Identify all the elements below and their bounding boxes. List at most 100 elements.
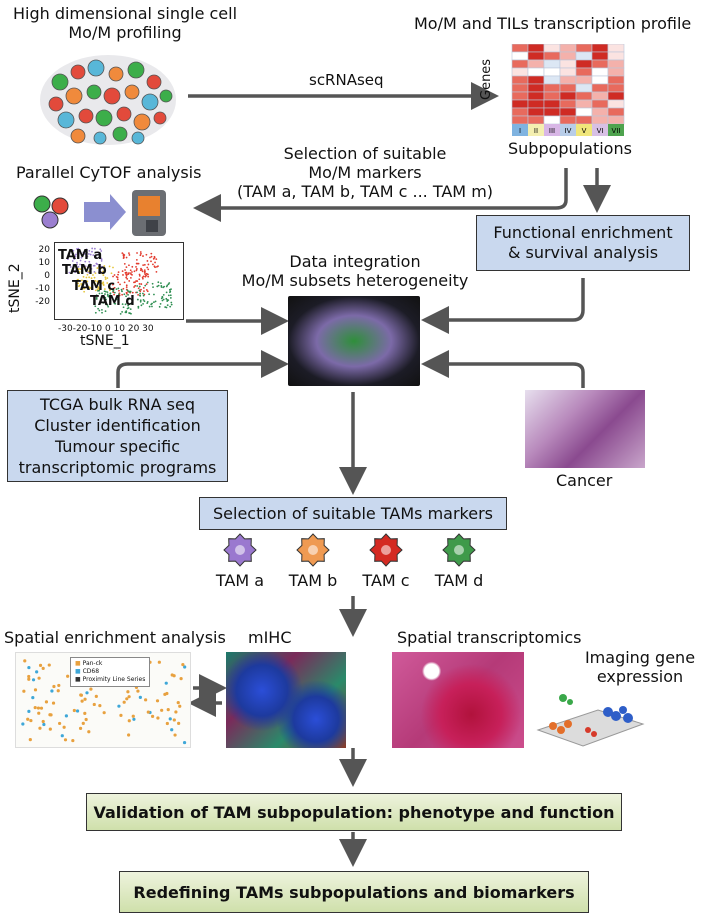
tsne-point xyxy=(123,281,126,284)
spatial-point xyxy=(39,706,44,710)
tsne-point xyxy=(89,271,91,274)
tsne-point xyxy=(121,311,123,313)
spatial-point xyxy=(98,704,102,708)
heatmap-cell xyxy=(527,44,545,53)
tsne-point xyxy=(142,287,145,289)
heatmap-cell xyxy=(543,67,561,77)
tsne-point xyxy=(92,254,95,257)
tsne-point xyxy=(115,288,118,290)
tsne-point xyxy=(136,262,139,265)
spatial-point xyxy=(51,701,56,705)
tsne-point xyxy=(101,270,104,273)
tsne-point xyxy=(130,273,133,275)
cytof-machine-illustration xyxy=(33,190,166,236)
spatial-point xyxy=(160,708,164,712)
heatmap-cell xyxy=(575,99,593,109)
tsne-point xyxy=(120,288,123,291)
tsne-point xyxy=(140,252,142,255)
tsne-point xyxy=(155,270,158,273)
tsne-point xyxy=(142,302,144,305)
spatial-point xyxy=(63,738,68,742)
tsne-point xyxy=(77,265,80,268)
tsne-point xyxy=(160,282,162,284)
tsne-point xyxy=(100,250,103,252)
tsne-point xyxy=(107,305,110,308)
tsne-point xyxy=(81,287,84,290)
heatmap-cell xyxy=(543,75,561,85)
heatmap-cell xyxy=(559,99,577,109)
cancer-histology-image xyxy=(525,390,645,468)
spatial-point xyxy=(119,713,123,717)
spatial-point xyxy=(168,717,172,721)
tsne-point xyxy=(148,293,151,296)
tsne-point xyxy=(165,291,168,294)
spatial-point xyxy=(48,727,52,731)
tam-cell-label: TAM a xyxy=(215,571,265,590)
spatial-point xyxy=(27,665,31,670)
tsne-point xyxy=(131,271,133,273)
tsne-point xyxy=(91,247,94,250)
spatial-point xyxy=(44,700,49,704)
tsne-point xyxy=(162,286,165,289)
heatmap-cell xyxy=(607,115,625,125)
tsne-point xyxy=(72,249,75,252)
tsne-point xyxy=(169,297,172,299)
spatial-point xyxy=(173,733,177,737)
spatial-point xyxy=(35,670,39,674)
redefining-box: Redefining TAMs subpopulations and bioma… xyxy=(119,871,589,913)
tsne-point xyxy=(122,274,124,276)
tsne-point xyxy=(77,247,80,250)
tsne-point xyxy=(139,292,142,295)
heatmap-column-label: I xyxy=(519,127,521,135)
spatial-point xyxy=(172,674,176,678)
spatial-point xyxy=(38,663,43,667)
tsne-point xyxy=(99,257,102,259)
tsne-point xyxy=(136,285,139,287)
tsne-point xyxy=(76,267,79,270)
tsne-point xyxy=(123,293,126,296)
tsne-point xyxy=(125,271,128,274)
heatmap-cell xyxy=(543,51,561,61)
spatial-point xyxy=(176,700,180,705)
tsne-point xyxy=(169,294,172,297)
heatmap-cell xyxy=(511,83,529,93)
tsne-point xyxy=(167,294,170,297)
functional-enrichment-box: Functional enrichment & survival analysi… xyxy=(476,215,690,271)
tsne-point xyxy=(105,303,107,306)
tsne-point xyxy=(152,257,155,260)
tsne-point xyxy=(81,267,84,269)
tsne-point xyxy=(165,297,168,300)
spatial-point xyxy=(94,694,98,698)
heatmap-cell xyxy=(591,91,609,101)
tsne-point xyxy=(113,291,116,294)
tsne-point xyxy=(125,273,128,276)
spatial-point xyxy=(177,721,181,726)
arrow-tcga-to-integration xyxy=(116,350,289,388)
tsne-point xyxy=(89,287,91,290)
spatial-point xyxy=(41,666,45,671)
tsne-point xyxy=(99,248,102,251)
tsne-point xyxy=(145,274,148,277)
tsne-point xyxy=(169,291,171,294)
tsne-point xyxy=(86,251,88,254)
heatmap-cell xyxy=(511,75,529,85)
tsne-point xyxy=(104,278,107,280)
tsne-point xyxy=(162,298,165,301)
tsne-point xyxy=(131,265,134,268)
heatmap-cell xyxy=(591,107,609,117)
tsne-point xyxy=(133,286,135,288)
tsne-point xyxy=(100,296,103,299)
spatial-point xyxy=(75,709,80,713)
tsne-point xyxy=(113,293,115,296)
tsne-point xyxy=(95,294,98,297)
tsne-point xyxy=(123,262,126,265)
tsne-point xyxy=(143,269,146,272)
tsne-point xyxy=(117,296,120,299)
tsne-point xyxy=(81,265,84,267)
spatial-point xyxy=(157,660,161,664)
tam-cell-label: TAM c xyxy=(362,571,410,590)
spatial-point xyxy=(37,676,41,680)
heatmap-cell xyxy=(575,67,593,77)
